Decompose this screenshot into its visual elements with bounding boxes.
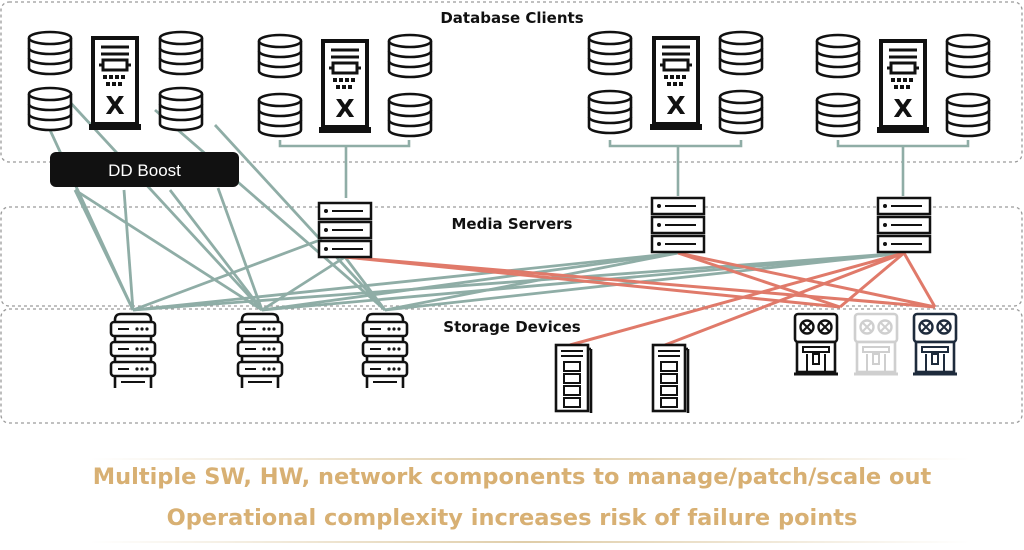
database-icon [587, 30, 633, 76]
dd-boost-label: DD Boost [108, 161, 181, 180]
dd-boost-badge: DD Boost [50, 152, 239, 187]
server-mark: X [666, 91, 685, 120]
tape-drive-icon-faded [852, 312, 900, 376]
database-icon [718, 30, 764, 76]
green-links [48, 99, 905, 312]
footer-bottom-rule [90, 541, 970, 543]
storage-devices-title: Storage Devices [443, 318, 581, 336]
media-server-icon [650, 196, 706, 254]
footer-line-1: Multiple SW, HW, network components to m… [92, 464, 932, 490]
media-server-icon [317, 201, 373, 259]
database-clients-title: Database Clients [440, 9, 583, 27]
red-links [344, 251, 937, 347]
database-icon [945, 33, 991, 79]
footer-line-2: Operational complexity increases risk of… [166, 505, 858, 531]
database-clients-zone [0, 1, 1023, 163]
footer-top-rule [90, 458, 970, 460]
database-icon [27, 30, 73, 76]
database-icon [158, 86, 204, 132]
database-icon [718, 89, 764, 135]
tape-drive-icon-highlight [911, 312, 959, 376]
database-icon [587, 89, 633, 135]
database-icon [387, 92, 433, 138]
storage-rack-icon [361, 312, 409, 390]
client-group-2: X [257, 33, 433, 138]
storage-rack-icon [109, 312, 157, 390]
database-icon [815, 92, 861, 138]
media-servers-title: Media Servers [452, 215, 573, 233]
database-icon [815, 33, 861, 79]
database-icon [257, 92, 303, 138]
database-icon [387, 33, 433, 79]
client-group-3: X [587, 30, 764, 135]
tower-storage-icon [554, 343, 593, 415]
storage-rack-icon [236, 312, 284, 390]
media-server-icon [876, 196, 932, 254]
database-icon [945, 92, 991, 138]
database-icon [27, 86, 73, 132]
media-servers-zone [0, 206, 1023, 307]
tower-storage-icon [651, 343, 690, 415]
database-icon [257, 33, 303, 79]
client-group-1: X [27, 30, 204, 132]
server-mark: X [335, 94, 354, 123]
tape-drive-icon [792, 312, 840, 376]
database-icon [158, 30, 204, 76]
client-group-4: X [815, 33, 991, 138]
client-bracket-lines [278, 140, 970, 198]
server-mark: X [893, 94, 912, 123]
server-mark: X [105, 91, 124, 120]
